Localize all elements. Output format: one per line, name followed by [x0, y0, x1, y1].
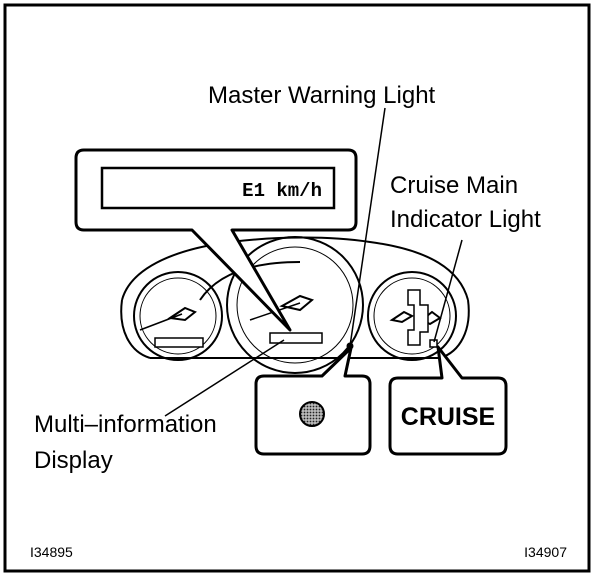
lcd-screen — [100, 166, 336, 210]
warning-lamp-callout — [254, 346, 372, 456]
filled-circle-lamp-icon — [299, 401, 325, 427]
cruise-callout: CRUISE — [388, 345, 508, 456]
right-gauge — [367, 271, 457, 361]
cruise-main-indicator-light — [429, 339, 438, 348]
master-warning-label: Master Warning Light — [208, 82, 436, 109]
cruise-main-label-line2: Indicator Light — [390, 206, 541, 233]
lcd-callout: E1 km/h — [74, 148, 358, 332]
figure-code-left: I34895 — [30, 544, 73, 560]
leader-lines — [164, 107, 463, 417]
multi-info-label-line1: Multi–information — [34, 411, 217, 438]
cruise-main-label-line1: Cruise Main — [390, 172, 518, 199]
lcd-display-text: E1 km/h — [242, 180, 322, 202]
figure-frame — [3, 3, 591, 573]
figure-code-right: I34907 — [524, 544, 567, 560]
left-gauge — [133, 271, 223, 361]
multi-information-display-screen — [269, 332, 323, 344]
cruise-badge-text: CRUISE — [401, 403, 495, 431]
center-speedometer — [226, 236, 364, 374]
multi-info-label-line2: Display — [34, 447, 113, 474]
